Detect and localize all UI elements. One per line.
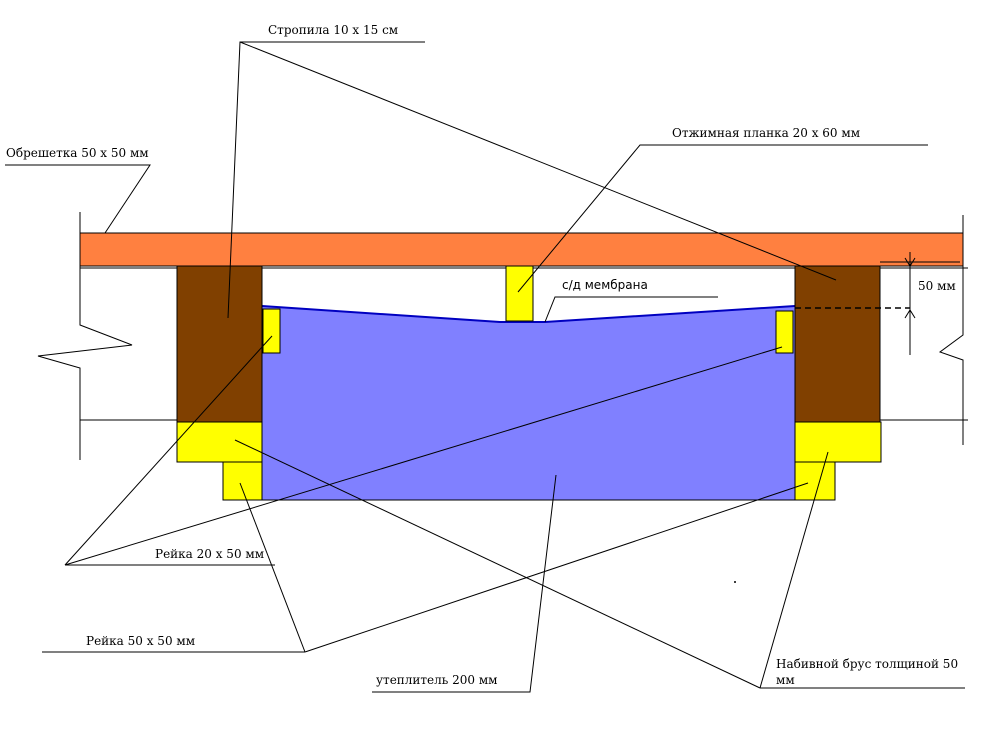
rail-50x50-left (222, 461, 263, 501)
leader-lines (5, 41, 965, 693)
rail-20x50-right (775, 310, 794, 354)
stray-dot (734, 581, 736, 583)
label-nailed-beam-1: Набивной брус толщиной 50 (776, 657, 958, 671)
label-rail-50x50: Рейка 50 х 50 мм (86, 634, 195, 648)
rafter-right (794, 264, 881, 423)
nailed-beam-right (794, 421, 882, 463)
label-rafters: Стропила 10 х 15 см (268, 23, 398, 37)
label-battens: Обрешетка 50 х 50 мм (6, 146, 149, 160)
nailed-beam-left (176, 421, 263, 463)
label-clamp-strip: Отжимная планка 20 х 60 мм (672, 126, 860, 140)
dimension-50mm (795, 252, 960, 355)
rafter-left (176, 264, 263, 423)
label-rail-20x50: Рейка 20 х 50 мм (155, 547, 264, 561)
label-nailed-beam-2: мм (776, 673, 795, 687)
batten-layer (79, 232, 964, 267)
rail-50x50-right (794, 461, 836, 501)
label-insulation: утеплитель 200 мм (376, 673, 498, 687)
membrane-line (261, 305, 796, 323)
label-gap: 50 мм (918, 279, 956, 293)
insulation-layer (261, 305, 796, 501)
label-membrane: с/д мембрана (562, 278, 648, 292)
rail-20x50-left (262, 308, 281, 354)
clamp-strip (505, 265, 534, 322)
